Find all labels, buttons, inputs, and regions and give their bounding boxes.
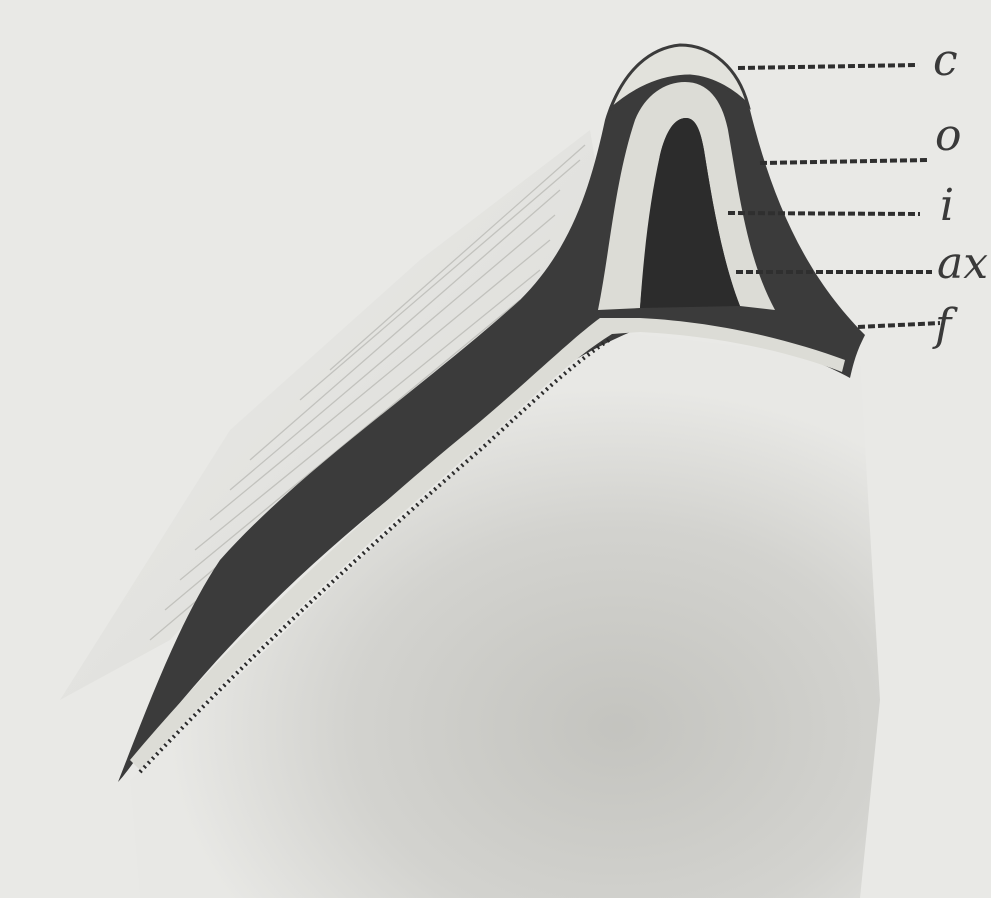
label-i: i [940, 180, 954, 231]
label-ax: ax [937, 238, 988, 289]
label-c: c [933, 35, 958, 86]
label-o: o [935, 110, 962, 161]
